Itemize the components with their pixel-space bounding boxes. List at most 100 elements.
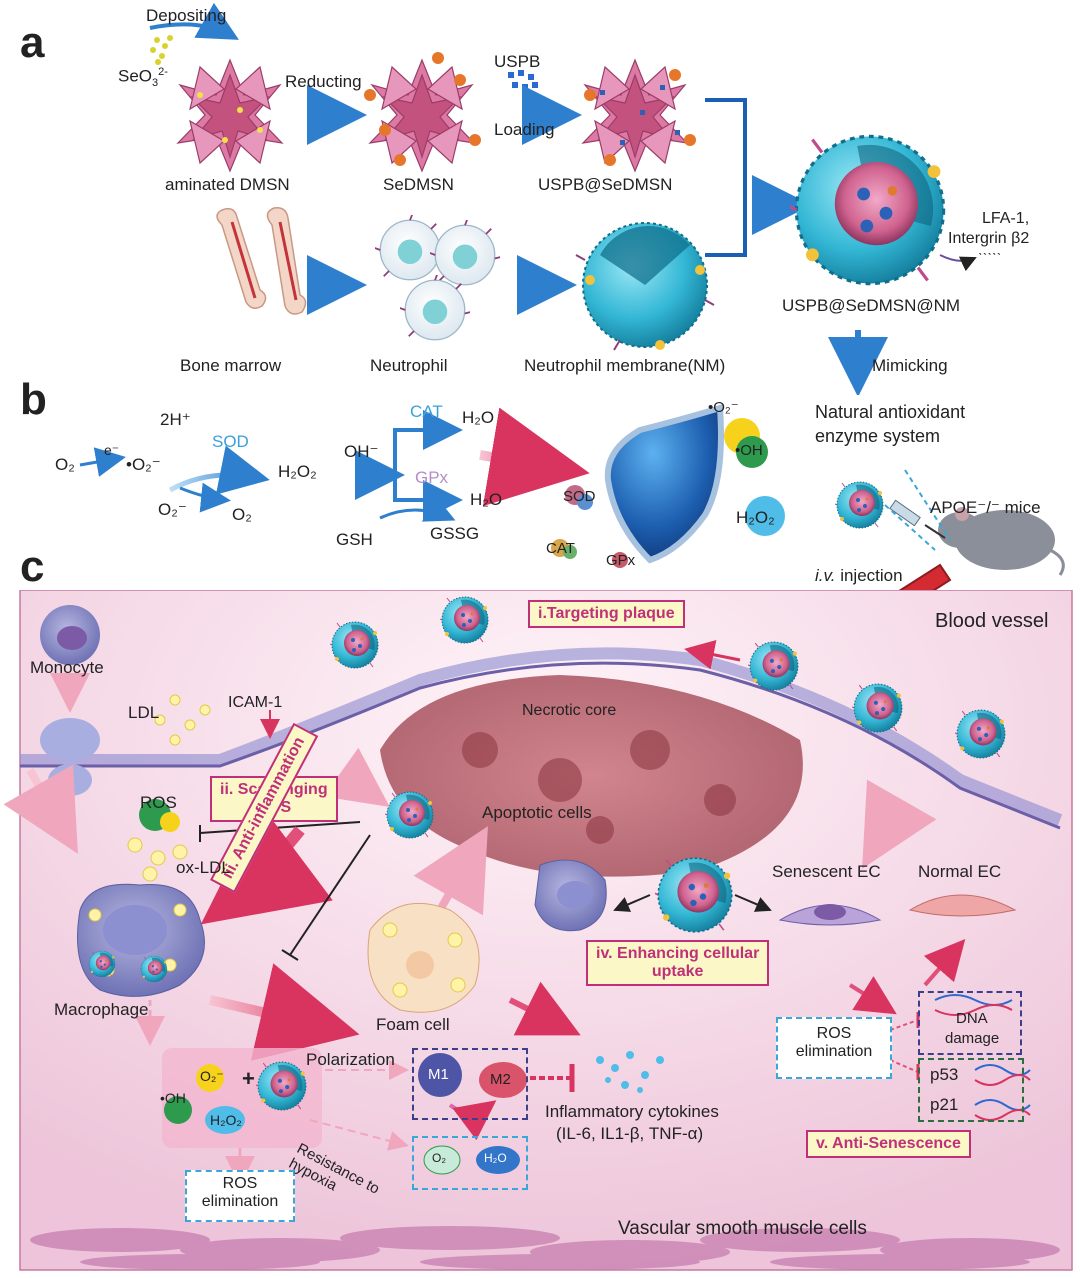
o2-bubble-label: O₂	[432, 1151, 446, 1165]
apoptotic-cells-label: Apoptotic cells	[482, 803, 592, 822]
panel-c-graphics	[3, 590, 1073, 1271]
iv-injection-label: i.v. injection	[815, 566, 903, 585]
damage-label: damage	[945, 1030, 1000, 1047]
two-h-label: 2H⁺	[160, 410, 191, 429]
final-product-label: USPB@SeDMSN@NM	[782, 296, 961, 315]
vsmc-label: Vascular smooth muscle cells	[618, 1218, 867, 1239]
h2o-bubble	[476, 1146, 520, 1174]
senescent-ec-icon	[778, 904, 882, 926]
reaction-superoxide-label: O₂⁻	[200, 1068, 224, 1084]
normal-ec-label: Normal EC	[918, 862, 1002, 881]
m2-label: M2	[490, 1071, 511, 1088]
panel-label-a: a	[20, 18, 45, 67]
o2-out-label: O₂	[232, 505, 252, 524]
reducting-label: Reducting	[285, 72, 362, 91]
monocyte-label: Monocyte	[30, 658, 104, 677]
injected-nanoparticle-icon	[835, 481, 884, 529]
p53-p21-box	[918, 1058, 1024, 1122]
aminated-dmsn-label: aminated DMSN	[165, 175, 290, 194]
reaction-hydroxyl-label: •OH	[160, 1090, 186, 1106]
step-i-label: i.Targeting plaque	[528, 600, 685, 628]
superoxide-in-label: O₂⁻	[158, 500, 187, 519]
selenite-dots	[150, 35, 173, 65]
shield-superoxide-label: •O₂⁻	[708, 399, 739, 416]
polarization-label: Polarization	[306, 1050, 395, 1069]
shield-sod-label: SOD	[563, 488, 596, 505]
lfa1-label: LFA-1,	[982, 210, 1030, 227]
superoxide-label: •O₂⁻	[126, 455, 161, 474]
gssg-label: GSSG	[430, 524, 480, 543]
panel-b-graphics	[79, 404, 1065, 590]
macrophage-label: Macrophage	[54, 1000, 149, 1019]
hydroxyl-blob	[736, 436, 768, 468]
integrin-label: Intergrin β2	[948, 230, 1030, 247]
neutrophil-membrane-icon	[575, 222, 715, 351]
seo3-label: SeO32-	[118, 66, 168, 90]
uspb-squares	[508, 70, 538, 90]
necrotic-core-label: Necrotic core	[522, 702, 617, 719]
ldl-label: LDL	[128, 703, 160, 722]
m2-macrophage-icon	[479, 1062, 527, 1098]
depositing-label: Depositing	[146, 6, 227, 25]
shield-icon	[604, 404, 724, 564]
o2-bubble	[423, 1145, 461, 1175]
uspb-label: USPB	[494, 52, 541, 71]
bone-marrow-label: Bone marrow	[180, 356, 282, 375]
uspb-sedmsn-label: USPB@SeDMSN	[538, 175, 673, 194]
m1-macrophage-icon	[418, 1053, 462, 1097]
syringe-icon	[889, 499, 946, 539]
reaction-plus-label: +	[242, 1066, 255, 1091]
enzyme-icons	[551, 485, 628, 568]
neutrophil-icon	[375, 215, 445, 281]
ros-elimination-left-box: ROS elimination	[185, 1170, 295, 1222]
gpx-label: GPx	[415, 468, 449, 487]
inflammatory-cytokines-label: Inflammatory cytokines	[545, 1102, 719, 1121]
loading-label: Loading	[494, 120, 555, 139]
shield-hydroxyl-label: •OH	[735, 442, 763, 459]
foam-cell-icon	[367, 902, 480, 1013]
cytokines-icon	[596, 1051, 664, 1093]
reaction-h2o2-label: H₂O₂	[210, 1112, 242, 1128]
macrophage-icon	[77, 883, 205, 997]
inflammatory-list-label: (IL-6, IL1-β, TNF-α)	[556, 1124, 704, 1143]
cat-label: CAT	[410, 402, 443, 421]
step-v-label: v. Anti-Senescence	[806, 1130, 971, 1158]
smooth-muscle-band	[30, 1226, 1060, 1270]
neutrophil-icon-3	[400, 275, 470, 341]
p53-label: p53	[930, 1065, 959, 1084]
natural-enzyme-label-1: Natural antioxidant	[815, 402, 966, 422]
panel-a-graphics: ˋˋˋˋˋ	[149, 2, 1001, 395]
panel-label-c: c	[20, 542, 45, 591]
sod-label: SOD	[212, 432, 249, 451]
ros-label: ROS	[140, 793, 177, 812]
icam-label: ICAM-1	[228, 694, 283, 711]
monocyte-icon	[40, 605, 100, 665]
blood-vessel-shape	[898, 563, 952, 590]
senescent-ec-label: Senescent EC	[772, 862, 881, 881]
apoe-mice-label: APOE⁻/⁻ mice	[930, 498, 1041, 517]
h2o2-blob	[745, 496, 785, 536]
o2-h2o-box	[412, 1136, 528, 1190]
aminated-dmsn-particle	[177, 59, 283, 172]
bone-icon	[216, 206, 307, 315]
foam-cell-label: Foam cell	[376, 1015, 450, 1034]
gsh-label: GSH	[336, 530, 373, 549]
shield-h2o2-label: H₂O₂	[736, 508, 775, 527]
svg-text:ˋˋˋˋˋ: ˋˋˋˋˋ	[978, 250, 1001, 266]
p21-label: p21	[930, 1095, 959, 1114]
m1-m2-box	[412, 1048, 528, 1120]
sedmsn-label: SeDMSN	[383, 175, 454, 194]
ox-ldl-label: ox-LDL	[176, 858, 231, 877]
m1-label: M1	[428, 1066, 449, 1083]
hydroxide-label: OH⁻	[344, 442, 379, 461]
neutrophil-membrane-label: Neutrophil membrane(NM)	[524, 356, 726, 375]
mimicking-label: Mimicking	[872, 356, 948, 375]
left-cell-uptake-icon	[534, 859, 607, 932]
shield-cat-label: CAT	[546, 540, 575, 557]
ros-elimination-right-box: ROS elimination	[776, 1017, 892, 1079]
h2o2-label: H₂O₂	[278, 462, 317, 481]
neutrophil-icon-2	[430, 220, 500, 286]
panel-label-b: b	[20, 375, 47, 424]
h2o-label-2: H₂O	[470, 490, 503, 509]
